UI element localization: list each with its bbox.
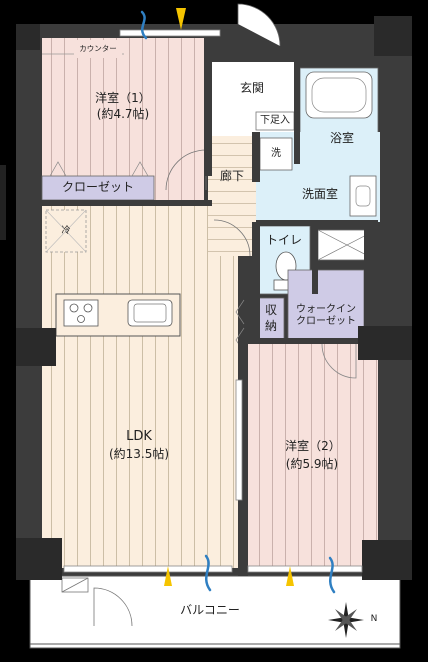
- closet-door-marks: [49, 161, 149, 177]
- balcony-door-swing: [93, 587, 133, 627]
- washer-label: 洗: [271, 148, 281, 159]
- walk-in-closet-label: ウォークイン クローゼット: [296, 304, 356, 327]
- storage-label: 収納: [264, 303, 277, 333]
- sink-icon: [127, 299, 173, 327]
- western-room-2-floor: [248, 344, 378, 568]
- entrance-label: 玄関: [239, 81, 264, 95]
- windows: [63, 29, 363, 573]
- closet-label: クローゼット: [61, 180, 134, 194]
- washer-space: [259, 137, 293, 171]
- bathtub-icon: [305, 71, 373, 119]
- compass-icon: [328, 602, 364, 638]
- arrow-blue-icon: [140, 10, 336, 594]
- burner: [69, 303, 79, 313]
- western-room-1-size: (約4.7帖): [96, 107, 150, 121]
- western-room-2-name: 洋室（2）: [285, 439, 341, 453]
- arrow-yellow-icon: [164, 8, 294, 586]
- ldk-door-swing: [213, 219, 251, 257]
- ldk-floor: [42, 206, 238, 568]
- vanity-bowl: [355, 185, 371, 207]
- ldk-size: (約13.5帖): [108, 447, 170, 461]
- sink-bowl: [133, 303, 167, 323]
- burner: [83, 303, 93, 313]
- burner: [77, 315, 85, 323]
- counter-label: カウンター: [79, 44, 117, 53]
- vanity: [349, 175, 377, 217]
- stove-icon: [63, 299, 99, 327]
- balcony-hatch-line: [61, 577, 89, 593]
- wic-door-swing: [321, 343, 357, 379]
- western-room-1-name: 洋室（1）: [95, 91, 151, 105]
- toilet-label: トイレ: [265, 233, 302, 247]
- ldk-name: LDK: [126, 429, 152, 444]
- interior-walls: [36, 36, 378, 576]
- washroom-label: 洗面室: [301, 187, 338, 201]
- fridge-label: 冷: [61, 226, 71, 236]
- fridge-x: [45, 209, 87, 253]
- entrance-door-swing: [237, 3, 281, 47]
- left-edge-mark: [0, 165, 6, 240]
- columns: [16, 16, 412, 580]
- balcony-label: バルコニー: [180, 603, 240, 617]
- storage-area: [257, 297, 285, 341]
- compass-north-label: N: [370, 614, 378, 624]
- counter-box: [74, 40, 122, 58]
- western-room-1-floor: [42, 38, 204, 200]
- shoe-closet-label: 下足入: [260, 115, 290, 126]
- corridor-floor: [208, 136, 256, 256]
- bath-label: 浴室: [329, 131, 354, 145]
- western-room-2-size: (約5.9帖): [285, 457, 339, 471]
- bathtub-inner: [311, 77, 367, 113]
- corridor-label: 廊下: [219, 169, 244, 183]
- corridor-door-swing: [165, 149, 207, 191]
